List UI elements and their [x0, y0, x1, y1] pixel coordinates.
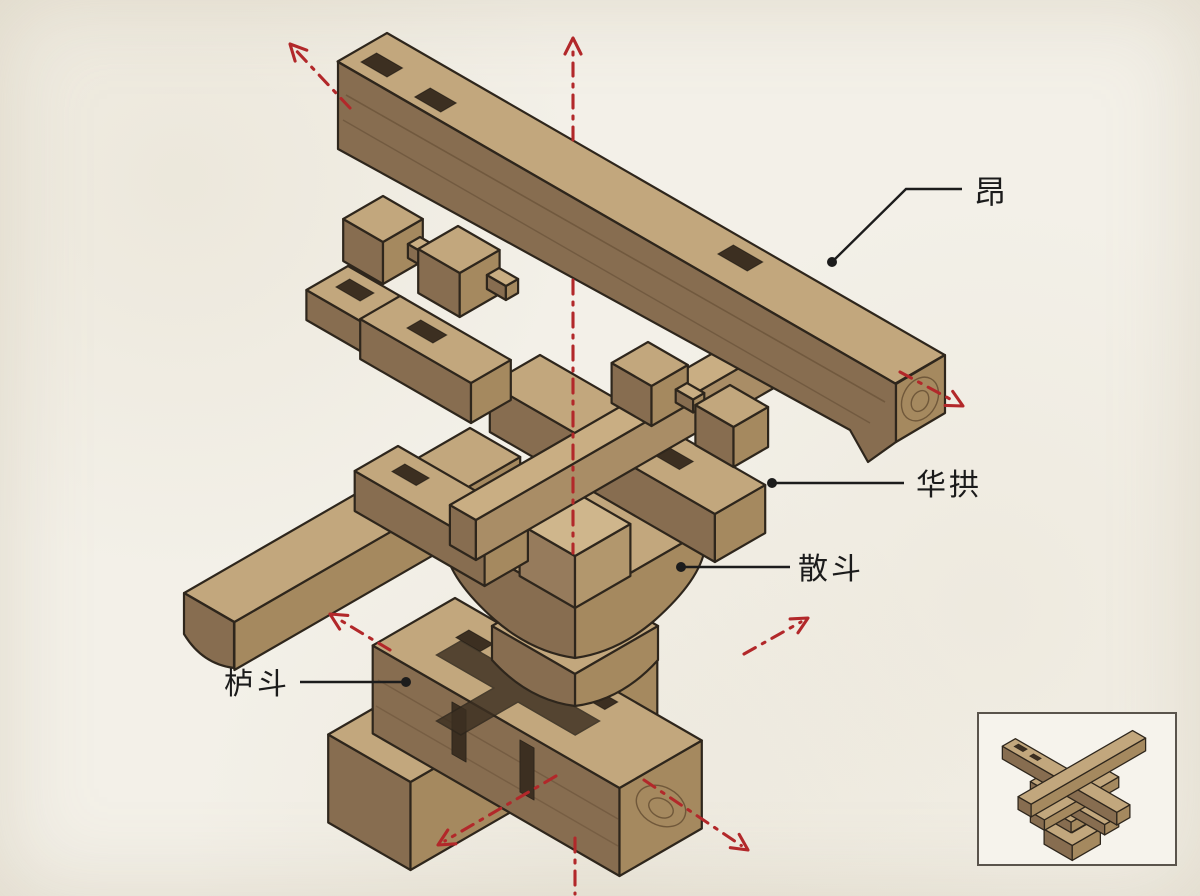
exploded-parts-scene	[182, 31, 947, 878]
mortise-hole	[1013, 743, 1029, 753]
grain-line	[345, 94, 886, 403]
sandou-block	[694, 383, 770, 469]
end-grain-ring	[635, 784, 687, 828]
label-ang: 昂	[974, 174, 1009, 210]
end-grain-ring	[900, 376, 940, 422]
face-top	[1017, 729, 1147, 805]
ang-beam	[336, 31, 946, 385]
sandou-block	[417, 224, 501, 319]
axis-dash-line	[443, 774, 558, 843]
mortise-hole	[359, 52, 404, 78]
face-top	[342, 194, 424, 244]
face-top	[694, 383, 770, 429]
grain-line	[375, 705, 619, 847]
axis-dash-line	[898, 370, 958, 404]
mortise-slot	[519, 739, 535, 801]
step-arm-lower	[359, 294, 512, 425]
flared-face-right	[573, 528, 707, 660]
grain-line	[377, 679, 619, 820]
axis-dash-line	[642, 778, 743, 848]
leader-dot	[827, 257, 837, 267]
leader-ludou: 栌斗	[224, 668, 411, 701]
arrowhead-icon	[943, 389, 965, 408]
face-top	[417, 224, 501, 275]
label-ludou: 栌斗	[224, 668, 290, 701]
leader-dot	[676, 562, 686, 572]
mortise-hole	[1028, 753, 1043, 762]
end-grain-ring	[648, 797, 674, 819]
sandou-block	[342, 194, 424, 286]
axis-dash-line	[335, 616, 392, 652]
face-top	[485, 266, 520, 288]
face-top	[610, 340, 689, 388]
axis-arrow-beam-right	[898, 370, 965, 408]
explosion-axes	[288, 36, 965, 896]
leader-ang: 昂	[827, 174, 1009, 267]
label-sandou: 散斗	[798, 553, 864, 586]
inset-beam-w	[1017, 729, 1147, 818]
face-top	[674, 381, 706, 401]
axis-arrow-bottom-left	[436, 774, 558, 847]
huagong-arm-left-curved-end	[182, 591, 236, 670]
leader-huagong: 华拱	[767, 469, 982, 502]
arrowhead-icon	[728, 832, 750, 852]
sandou-block	[610, 340, 689, 428]
end-grain-ring	[910, 389, 930, 413]
axis-arrow-mid-right	[742, 616, 810, 656]
axis-arrow-mid-left	[328, 612, 392, 652]
tenon	[485, 266, 520, 302]
arrowhead-icon	[563, 36, 583, 56]
grain-line	[342, 119, 871, 424]
inset-assembled-scene	[1001, 729, 1147, 862]
leader-dot	[401, 677, 411, 687]
arrowhead-icon	[328, 612, 350, 631]
mortise-hole	[405, 319, 448, 344]
axis-arrow-bottom-right	[642, 778, 750, 852]
mortise-hole	[413, 87, 458, 113]
leader-dot	[767, 478, 777, 488]
axis-arrow-upper-left	[288, 42, 352, 110]
axis-arrow-up	[563, 36, 583, 142]
neck-face-left	[490, 624, 577, 708]
assembled-inset	[977, 712, 1177, 866]
leader-line	[831, 187, 962, 263]
mortise-hole	[390, 463, 431, 487]
leader-sandou: 散斗	[676, 553, 864, 586]
label-huagong: 华拱	[916, 469, 982, 502]
axis-dash-line	[293, 48, 352, 110]
mortise-hole	[716, 244, 764, 272]
mortise-hole	[334, 278, 376, 302]
arrowhead-icon	[436, 828, 458, 847]
arrowhead-icon	[288, 42, 309, 63]
arrowhead-icon	[788, 616, 810, 635]
axis-dash-line	[742, 620, 803, 656]
